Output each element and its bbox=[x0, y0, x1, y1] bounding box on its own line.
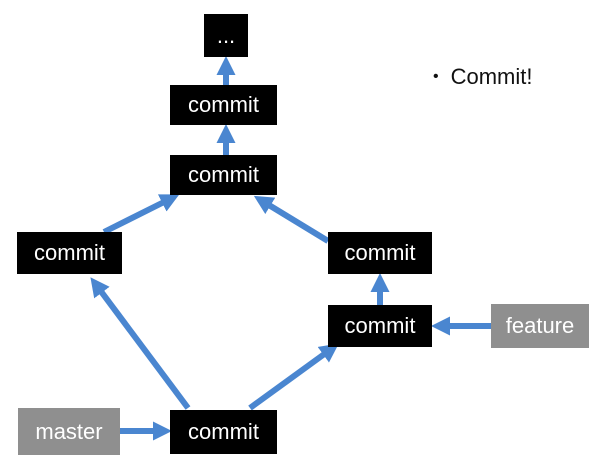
commit-label: commit bbox=[344, 313, 416, 338]
commit-label: commit bbox=[188, 162, 259, 187]
arrow-base-to-right1 bbox=[248, 343, 339, 411]
commit-node-master-branch: commit bbox=[17, 232, 122, 274]
commit-label: commit bbox=[34, 240, 105, 265]
branch-label-master: master bbox=[18, 408, 120, 455]
commit-node-base: commit bbox=[170, 410, 277, 454]
commit-label: commit bbox=[188, 419, 259, 444]
feature-label: feature bbox=[505, 313, 575, 338]
ellipsis-label: ... bbox=[216, 22, 236, 48]
bullet-text: Commit! bbox=[450, 64, 533, 89]
commit-label: commit bbox=[188, 92, 259, 117]
commit-label: commit bbox=[344, 240, 416, 265]
arrow-right2-to-mid bbox=[253, 195, 330, 244]
commit-node-merge: commit bbox=[170, 155, 277, 195]
bullet-icon: • bbox=[433, 68, 439, 85]
branch-label-feature: feature bbox=[491, 304, 589, 348]
commit-node-feature-2: commit bbox=[328, 232, 432, 274]
commit-node-feature-1: commit bbox=[328, 305, 432, 347]
commit-ellipsis-node: ... bbox=[204, 14, 248, 57]
bullet-point: • Commit! bbox=[433, 64, 533, 90]
commit-node-top: commit bbox=[170, 85, 277, 125]
master-label: master bbox=[35, 418, 103, 444]
arrow-base-to-left bbox=[90, 277, 191, 410]
arrow-left-to-mid bbox=[102, 194, 180, 235]
